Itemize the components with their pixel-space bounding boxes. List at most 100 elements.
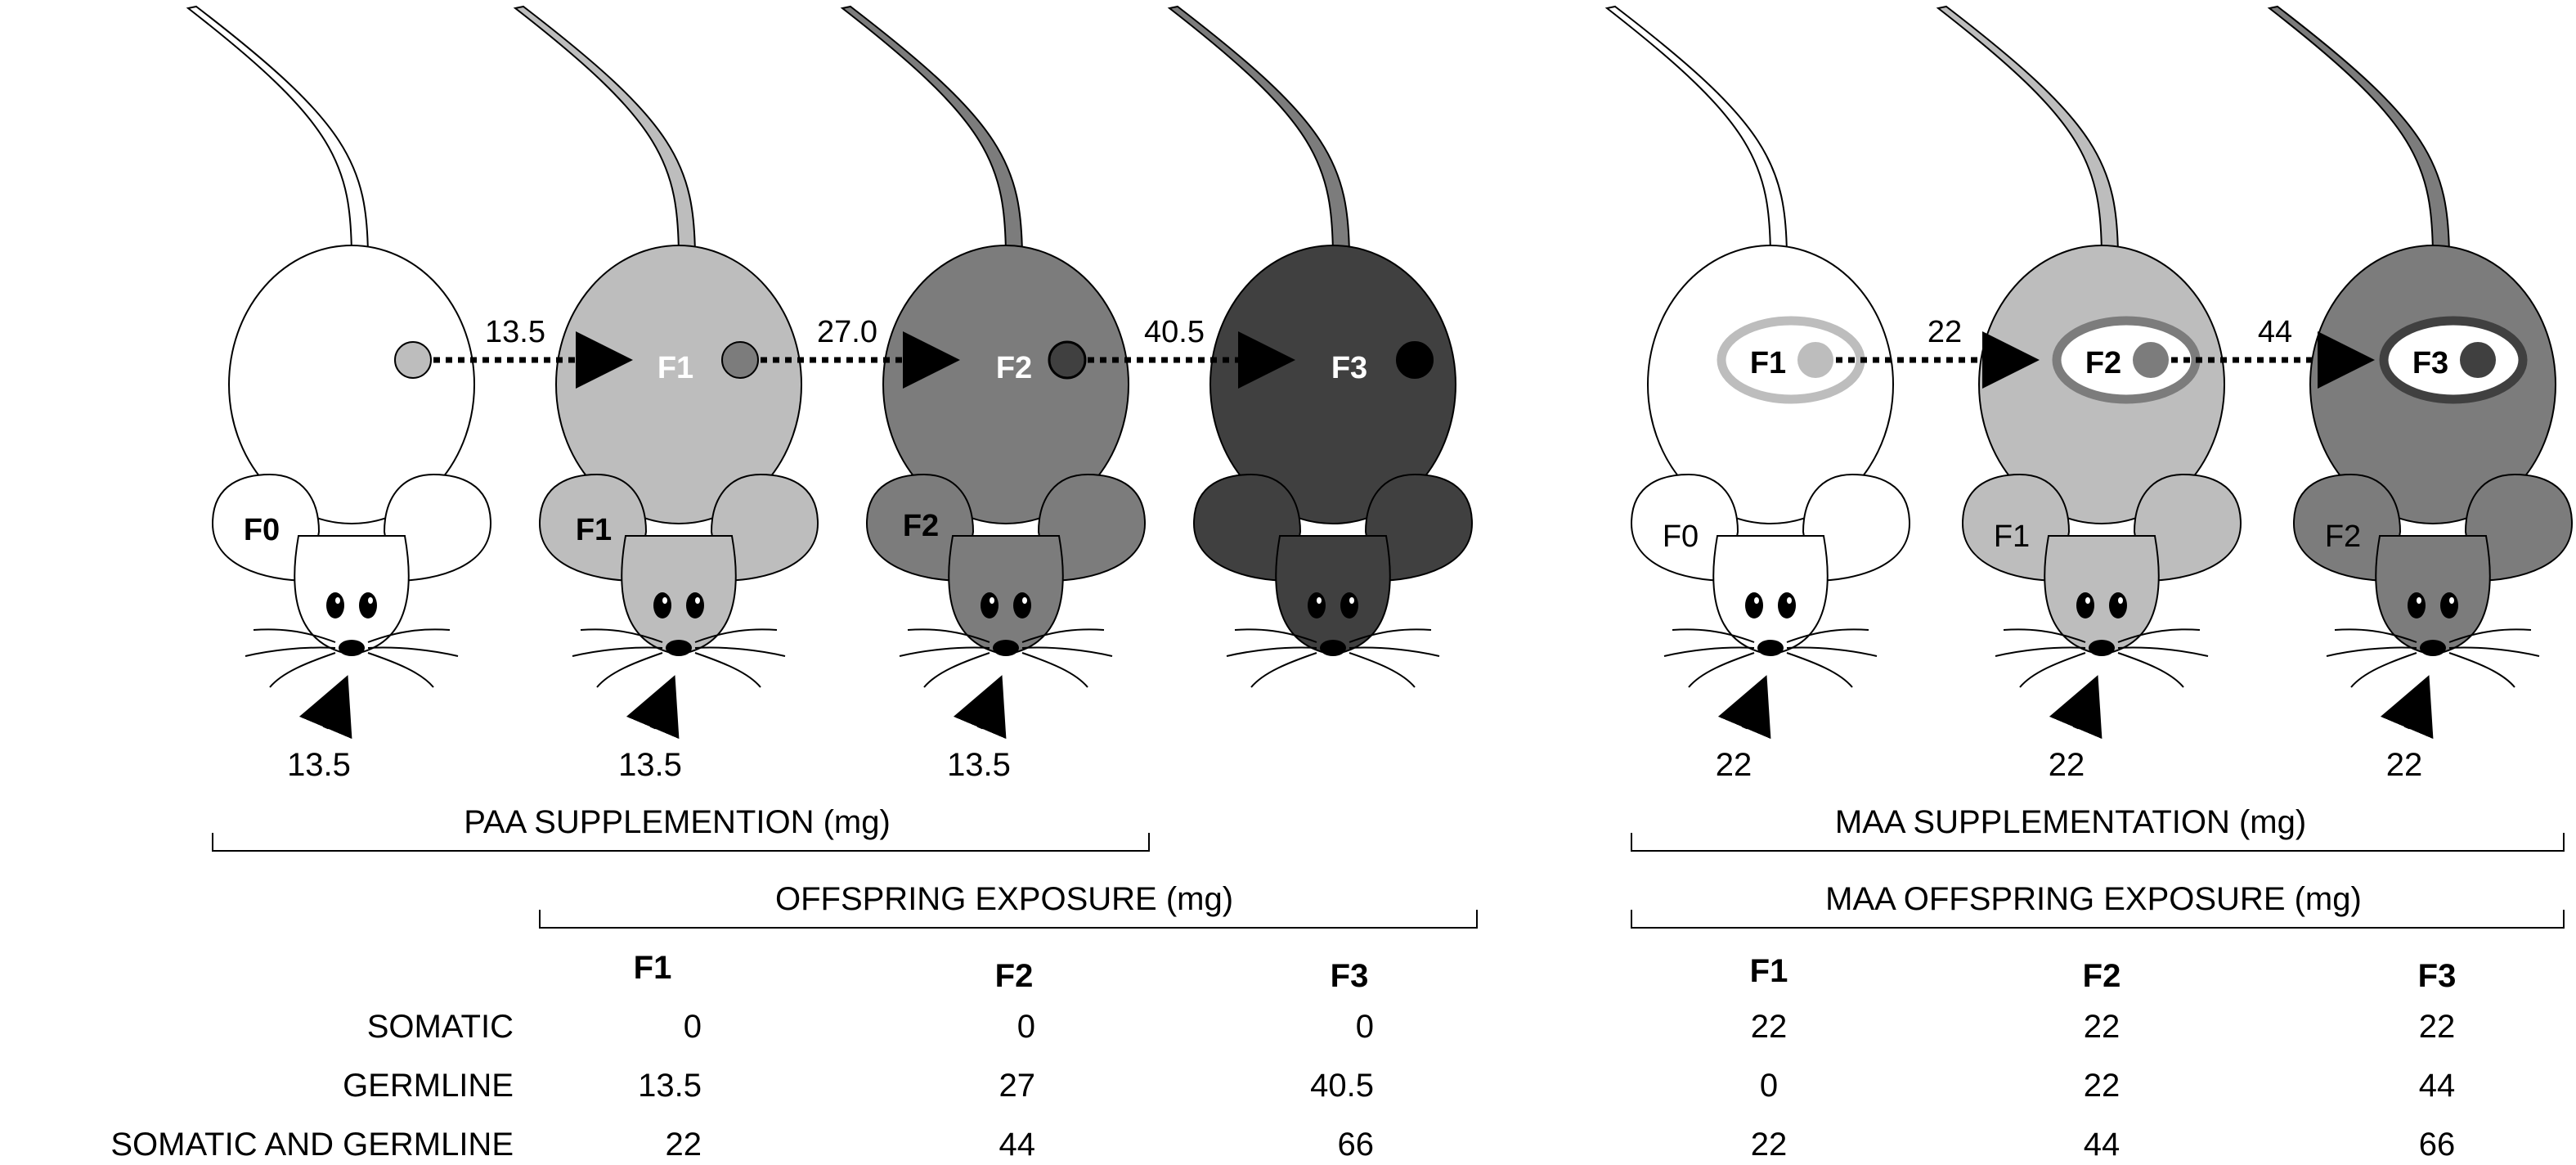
maa-ring-f3 [2379, 316, 2528, 404]
paa-cell-somatic-f2: 0 [1017, 1009, 1035, 1045]
maa-mouse-f2-right-ear [2464, 473, 2574, 582]
paa-mouse-f0-whisker [367, 646, 459, 657]
paa-cell-somatic-f1: 0 [684, 1009, 702, 1045]
paa-mouse-f0-whisker [245, 646, 336, 657]
maa-col-header-f1: F1 [1750, 953, 1788, 989]
paa-mouse-f2-body [882, 245, 1129, 524]
paa-diet-arrow-f2 [953, 675, 1007, 740]
paa-panel: F1 F2 F3 13.5 27.0 40.5 F0 F1 F2 13.5 13… [110, 5, 1478, 1163]
maa-cell-both-f3: 66 [2419, 1127, 2456, 1163]
paa-mouse-f3-body [1209, 245, 1456, 524]
maa-cell-somatic-f1: 22 [1751, 1009, 1788, 1045]
paa-mouse-f0-tail [186, 5, 370, 261]
paa-mouse-f2-head [948, 535, 1064, 656]
maa-cell-somatic-f3: 22 [2419, 1009, 2456, 1045]
paa-supplementation-bracket [212, 833, 1150, 852]
paa-mouse-f3-whisker [1250, 652, 1317, 688]
paa-exposure-label: OFFSPRING EXPOSURE (mg) [775, 881, 1233, 917]
paa-mouse-f2-whisker [1021, 628, 1105, 643]
paa-mouse-f3-left-eye [1308, 592, 1326, 618]
maa-exposure-bracket [1631, 910, 2565, 929]
maa-panel: F1 F2 F3 22 44 F0 F1 F2 22 22 22 MAA SUP… [1604, 5, 2574, 1163]
paa-exposure-bracket [539, 910, 1478, 929]
paa-mouse-f1-whisker [694, 646, 786, 657]
row-label-somatic: SOMATIC [367, 1009, 514, 1045]
paa-mouse-f2-eye-shine [990, 597, 994, 604]
maa-mouse-f2-eye-shine [2449, 597, 2454, 604]
maa-mouse-f0-eye-shine [1787, 597, 1792, 604]
paa-mouse-f1-whisker [694, 628, 778, 643]
maa-mouse-f1-whisker [2117, 646, 2209, 657]
paa-mouse-f1-body [555, 245, 802, 524]
paa-col-header-f2: F2 [995, 958, 1034, 994]
paa-mouse-f0-body [228, 245, 475, 524]
maa-mouse-f1 [1936, 5, 2242, 688]
maa-mouse-f1-left-eye [2076, 592, 2094, 618]
paa-exposure-table: F1 F2 F3 SOMATIC GERMLINE SOMATIC AND GE… [110, 950, 1374, 1163]
maa-diet-arrow-f2 [2380, 675, 2434, 740]
maa-germ-dot-f1 [1797, 342, 1833, 378]
maa-mouse-f1-head [2044, 535, 2160, 656]
maa-mouse-f1-right-ear [2133, 473, 2242, 582]
paa-ear-label-f2: F2 [903, 509, 939, 543]
paa-mouse-f2-whisker [923, 652, 990, 688]
paa-mouse-f3-left-ear [1192, 473, 1302, 582]
maa-cell-both-f1: 22 [1751, 1127, 1788, 1163]
maa-mouse-f0-left-ear [1630, 473, 1739, 582]
maa-supplementation-bracket [1631, 833, 2565, 852]
paa-mouse-f0-left-eye [326, 592, 344, 618]
maa-mouse-f0-nose [1757, 640, 1784, 656]
maa-diet-value-f0: 22 [1716, 747, 1752, 783]
paa-mouse-f0-eye-shine [335, 597, 340, 604]
maa-transfer-value-1: 22 [1928, 315, 1962, 349]
maa-mouse-f2-whisker [2448, 652, 2515, 688]
paa-mouse-f0-whisker [253, 628, 336, 643]
maa-mouse-f1-right-eye [2109, 592, 2127, 618]
paa-mouse-f3-whisker [1226, 646, 1317, 657]
maa-mouse-f1-eye-shine [2085, 597, 2090, 604]
row-label-germline: GERMLINE [343, 1068, 514, 1104]
maa-mouse-f1-whisker [2003, 628, 2086, 643]
maa-mouse-f0-tail [1604, 5, 1788, 261]
paa-mouse-f0 [186, 5, 492, 688]
paa-mouse-f1-nose [666, 640, 692, 656]
paa-mouse-f1 [513, 5, 819, 688]
paa-mouse-f1-whisker [596, 652, 663, 688]
paa-cell-germline-f2: 27 [999, 1068, 1036, 1104]
paa-mouse-f0-nose [339, 640, 365, 656]
paa-mouse-f3-head [1275, 535, 1391, 656]
paa-mouse-f0-whisker [269, 652, 336, 688]
maa-mouse-f0-whisker [1786, 652, 1853, 688]
maa-mouse-f0-right-ear [1802, 473, 1911, 582]
paa-mouse-f2 [840, 5, 1147, 688]
maa-transfer-value-2: 44 [2258, 315, 2292, 349]
maa-diet-arrow-f0 [1717, 675, 1771, 740]
paa-mouse-f1-whisker [572, 646, 663, 657]
maa-col-header-f2: F2 [2083, 958, 2121, 994]
maa-mouse-f2-nose [2420, 640, 2446, 656]
paa-col-header-f1: F1 [634, 950, 672, 986]
paa-mouse-f1-eye-shine [662, 597, 667, 604]
paa-mouse-f3-right-ear [1364, 473, 1474, 582]
paa-mouse-f2-left-eye [981, 592, 999, 618]
maa-cell-germline-f2: 22 [2084, 1068, 2120, 1104]
paa-mouse-f0-whisker [367, 652, 434, 688]
paa-mouse-f3-whisker [1234, 628, 1317, 643]
maa-mouse-f2-whisker [2448, 628, 2532, 643]
paa-mouse-f1-left-ear [538, 473, 648, 582]
paa-body-label-f1: F1 [657, 351, 693, 385]
maa-mouse-f0-whisker [1786, 628, 1869, 643]
maa-mouse-f2-whisker [2326, 646, 2417, 657]
maa-ear-label-f2: F2 [2325, 520, 2361, 554]
paa-mouse-f1-head [621, 535, 737, 656]
maa-mouse-f2-eye-shine [2417, 597, 2421, 604]
maa-supplementation-label: MAA SUPPLEMENTATION (mg) [1835, 804, 2306, 840]
maa-mouse-f2-whisker [2350, 652, 2417, 688]
maa-diet-value-f1: 22 [2049, 747, 2085, 783]
paa-mouse-f3-whisker [1349, 628, 1432, 643]
maa-ear-label-f1: F1 [1994, 520, 2030, 554]
paa-mouse-f0-right-eye [359, 592, 377, 618]
maa-body-label-f3: F3 [2412, 346, 2448, 380]
paa-mouse-f3-right-eye [1340, 592, 1358, 618]
paa-cell-germline-f1: 13.5 [638, 1068, 702, 1104]
